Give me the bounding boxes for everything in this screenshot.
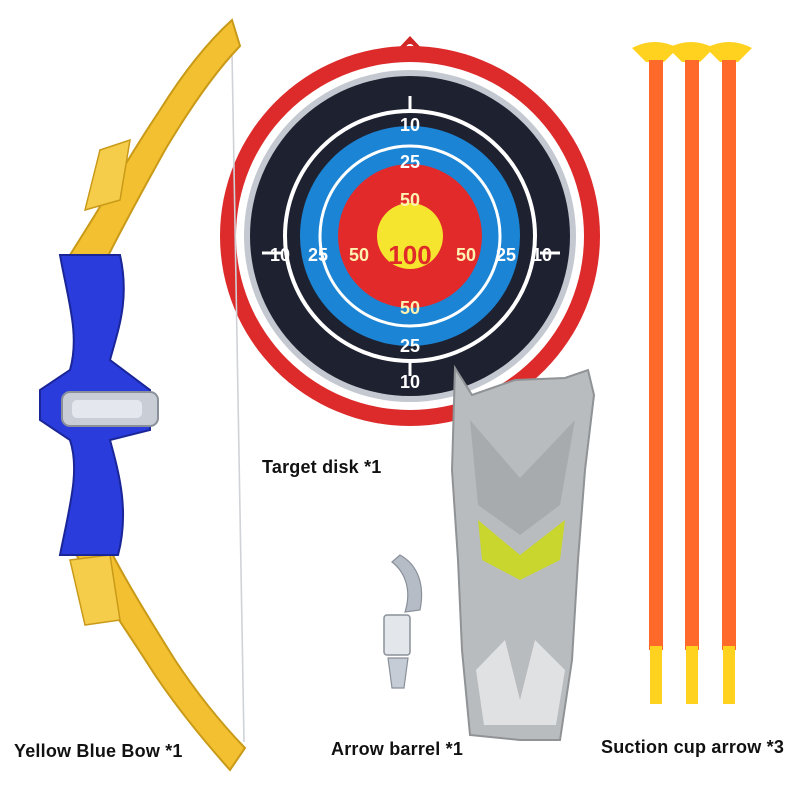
target-label-25-right: 25 bbox=[496, 245, 516, 265]
arrow-1-shaft bbox=[649, 60, 663, 650]
target-label-50-top: 50 bbox=[400, 190, 420, 210]
arrow-3-shaft bbox=[722, 60, 736, 650]
arrow-2-nock bbox=[686, 646, 698, 704]
target-label-10-right: 10 bbox=[532, 245, 552, 265]
arrow-1-suction-cup bbox=[632, 42, 678, 62]
arrow-barrel-caption: Arrow barrel *1 bbox=[331, 739, 464, 759]
target-disk: 10 10 10 10 25 25 25 25 50 50 50 50 100 bbox=[220, 36, 600, 426]
target-label-50-bottom: 50 bbox=[400, 298, 420, 318]
arrow-2-suction-cup bbox=[668, 42, 714, 62]
arrow-3-nock bbox=[723, 646, 735, 704]
target-label-10-left: 10 bbox=[270, 245, 290, 265]
arrow-1 bbox=[632, 42, 678, 704]
arrow-barrel bbox=[450, 364, 596, 741]
arrow-3 bbox=[706, 42, 752, 704]
arrow-1-nock bbox=[650, 646, 662, 704]
arrow-3-suction-cup bbox=[706, 42, 752, 62]
target-label-10-top: 10 bbox=[400, 115, 420, 135]
bow bbox=[39, 18, 247, 772]
bow-string bbox=[231, 51, 245, 743]
target-label-25-bottom: 25 bbox=[400, 336, 420, 356]
target-label-10-bottom: 10 bbox=[400, 372, 420, 392]
strap-buckle bbox=[383, 614, 411, 656]
target-label-100: 100 bbox=[388, 240, 431, 270]
target-label-50-left: 50 bbox=[349, 245, 369, 265]
arrow-2-shaft bbox=[685, 60, 699, 650]
target-label-25-top: 25 bbox=[400, 152, 420, 172]
target-disk-caption: Target disk *1 bbox=[262, 457, 382, 477]
barrel-strap bbox=[383, 554, 423, 689]
target-bullseye bbox=[377, 203, 443, 269]
target-label-25-left: 25 bbox=[308, 245, 328, 265]
suction-cup-arrow-caption: Suction cup arrow *3 bbox=[601, 737, 785, 757]
barrel-green-accent bbox=[478, 520, 565, 580]
suction-cup-arrows bbox=[632, 42, 752, 704]
arrow-2 bbox=[668, 42, 714, 704]
target-label-50-right: 50 bbox=[456, 245, 476, 265]
bow-upper-limb bbox=[68, 18, 242, 264]
bow-caption: Yellow Blue Bow *1 bbox=[14, 741, 183, 761]
